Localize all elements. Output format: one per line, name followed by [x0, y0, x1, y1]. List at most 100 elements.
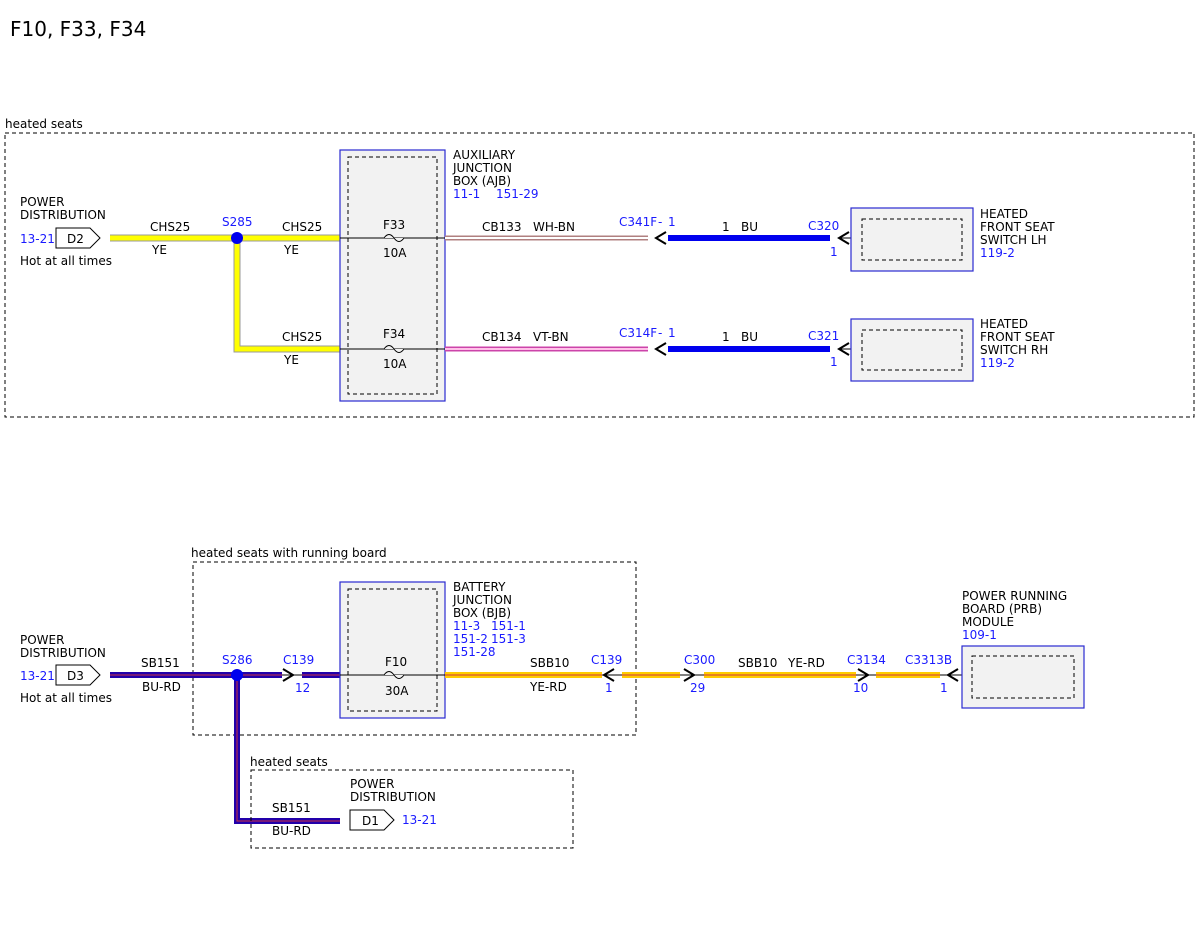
page-ref: 151-2 — [453, 632, 488, 646]
connector-d3 — [55, 664, 101, 686]
wire-color-label: BU — [741, 220, 758, 234]
section-label: heated seats with running board — [191, 546, 387, 560]
connector-c314f-dash: - — [658, 326, 662, 340]
power-distribution-label: DISTRIBUTION — [20, 646, 106, 660]
connector-c314f-pin: 1 — [668, 326, 676, 340]
ajb-label: AUXILIARY — [453, 148, 516, 162]
ajb-inner — [347, 156, 438, 395]
page-ref: 151-3 — [491, 632, 526, 646]
prb-label: MODULE — [962, 615, 1014, 629]
switch-lh-label: FRONT SEAT — [980, 220, 1055, 234]
wire-label: CB133 — [482, 220, 522, 234]
connector-d1 — [349, 809, 395, 831]
connector-c341f-pin: 1 — [668, 215, 676, 229]
connector-c3134-label: C3134 — [847, 653, 886, 667]
bjb-label: BOX (BJB) — [453, 606, 511, 620]
connector-c3313b-label: C3313B — [905, 653, 952, 667]
connector-c3134-pin: 10 — [853, 681, 868, 695]
hot-note: Hot at all times — [20, 254, 112, 268]
bjb-inner — [347, 588, 438, 712]
switch-rh-inner — [861, 329, 963, 371]
connector-c314f-arrow — [654, 342, 667, 356]
wire-color-label: YE — [283, 353, 299, 367]
power-distribution-label: DISTRIBUTION — [350, 790, 436, 804]
fuse-f33-label: F33 — [383, 218, 405, 232]
connector-c300-pin: 29 — [690, 681, 705, 695]
connector-d2-label: D2 — [67, 232, 84, 246]
wire-label: SB151 — [141, 656, 180, 670]
page-ref: 119-2 — [980, 246, 1015, 260]
connector-c139-right-label: C139 — [591, 653, 622, 667]
hot-note: Hot at all times — [20, 691, 112, 705]
ajb-label: BOX (AJB) — [453, 174, 511, 188]
wire-color-label: BU-RD — [272, 824, 311, 838]
page-ref: 151-28 — [453, 645, 496, 659]
wire-pin: 1 — [722, 330, 730, 344]
page-title: F10, F33, F34 — [10, 17, 146, 41]
connector-d1-label: D1 — [362, 814, 379, 828]
fuse-f34-label: F34 — [383, 327, 405, 341]
splice-s285 — [231, 232, 243, 244]
page-ref: 11-3 — [453, 619, 480, 633]
switch-rh-box — [850, 318, 974, 382]
connector-c321-label: C321 — [808, 329, 839, 343]
splice-s286-label: S286 — [222, 653, 253, 667]
prb-module-box — [961, 645, 1085, 709]
power-distribution-label: DISTRIBUTION — [20, 208, 106, 222]
splice-s286 — [231, 669, 243, 681]
page-ref: 151-1 — [491, 619, 526, 633]
wire-color-label: VT-BN — [533, 330, 569, 344]
bjb-box — [339, 581, 446, 719]
connector-c314f-label: C314F — [619, 326, 657, 340]
section-border — [250, 769, 574, 849]
switch-lh-box — [850, 207, 974, 272]
connector-c139-right-pin: 1 — [605, 681, 613, 695]
bjb-label: BATTERY — [453, 580, 506, 594]
switch-lh-label: SWITCH LH — [980, 233, 1047, 247]
page-ref: 13-21 — [20, 232, 55, 246]
wire-label: CHS25 — [282, 330, 322, 344]
connector-c300-label: C300 — [684, 653, 715, 667]
connector-c341f-label: C341F — [619, 215, 657, 229]
wire-label: SBB10 — [738, 656, 777, 670]
section-heated-seats-running-board: heated seats with running board POWER DI… — [20, 546, 1085, 824]
wire-color-label: BU — [741, 330, 758, 344]
fuse-f10-rating: 30A — [385, 684, 409, 698]
ajb-label: JUNCTION — [452, 161, 512, 175]
connector-c3313b-pin: 1 — [940, 681, 948, 695]
fuse-f10-symbol — [383, 671, 405, 679]
fuse-f34-rating: 10A — [383, 357, 407, 371]
wire-color-label: WH-BN — [533, 220, 575, 234]
wire-pin: 1 — [722, 220, 730, 234]
wire-label: CHS25 — [282, 220, 322, 234]
power-distribution-label: POWER — [20, 633, 64, 647]
connector-d2 — [55, 227, 101, 249]
page-ref: 151-29 — [496, 187, 539, 201]
wire-color-label: YE — [151, 243, 167, 257]
wire-color-label: YE-RD — [787, 656, 825, 670]
page-ref: 119-2 — [980, 356, 1015, 370]
bjb-label: JUNCTION — [452, 593, 512, 607]
page-ref: 11-1 — [453, 187, 480, 201]
wire-color-label: BU-RD — [142, 680, 181, 694]
connector-c341f-dash: - — [658, 215, 662, 229]
fuse-f10-label: F10 — [385, 655, 407, 669]
connector-d3-label: D3 — [67, 669, 84, 683]
fuse-f34-symbol — [383, 345, 405, 353]
section-label: heated seats — [250, 755, 328, 769]
switch-rh-label: FRONT SEAT — [980, 330, 1055, 344]
power-distribution-label: POWER — [20, 195, 64, 209]
wire-label: SBB10 — [530, 656, 569, 670]
wire-sb151 — [110, 672, 340, 824]
section-heated-seats: heated seats POWER DISTRIBUTION 13-21 D2… — [4, 117, 1195, 418]
section-border — [4, 132, 1195, 418]
wire-label: CHS25 — [150, 220, 190, 234]
fuse-f33-rating: 10A — [383, 246, 407, 260]
wire-color-label: YE-RD — [529, 680, 567, 694]
connector-c139-label: C139 — [283, 653, 314, 667]
connector-c320-label: C320 — [808, 219, 839, 233]
switch-lh-label: HEATED — [980, 207, 1028, 221]
switch-rh-label: HEATED — [980, 317, 1028, 331]
prb-module-inner — [971, 655, 1075, 699]
